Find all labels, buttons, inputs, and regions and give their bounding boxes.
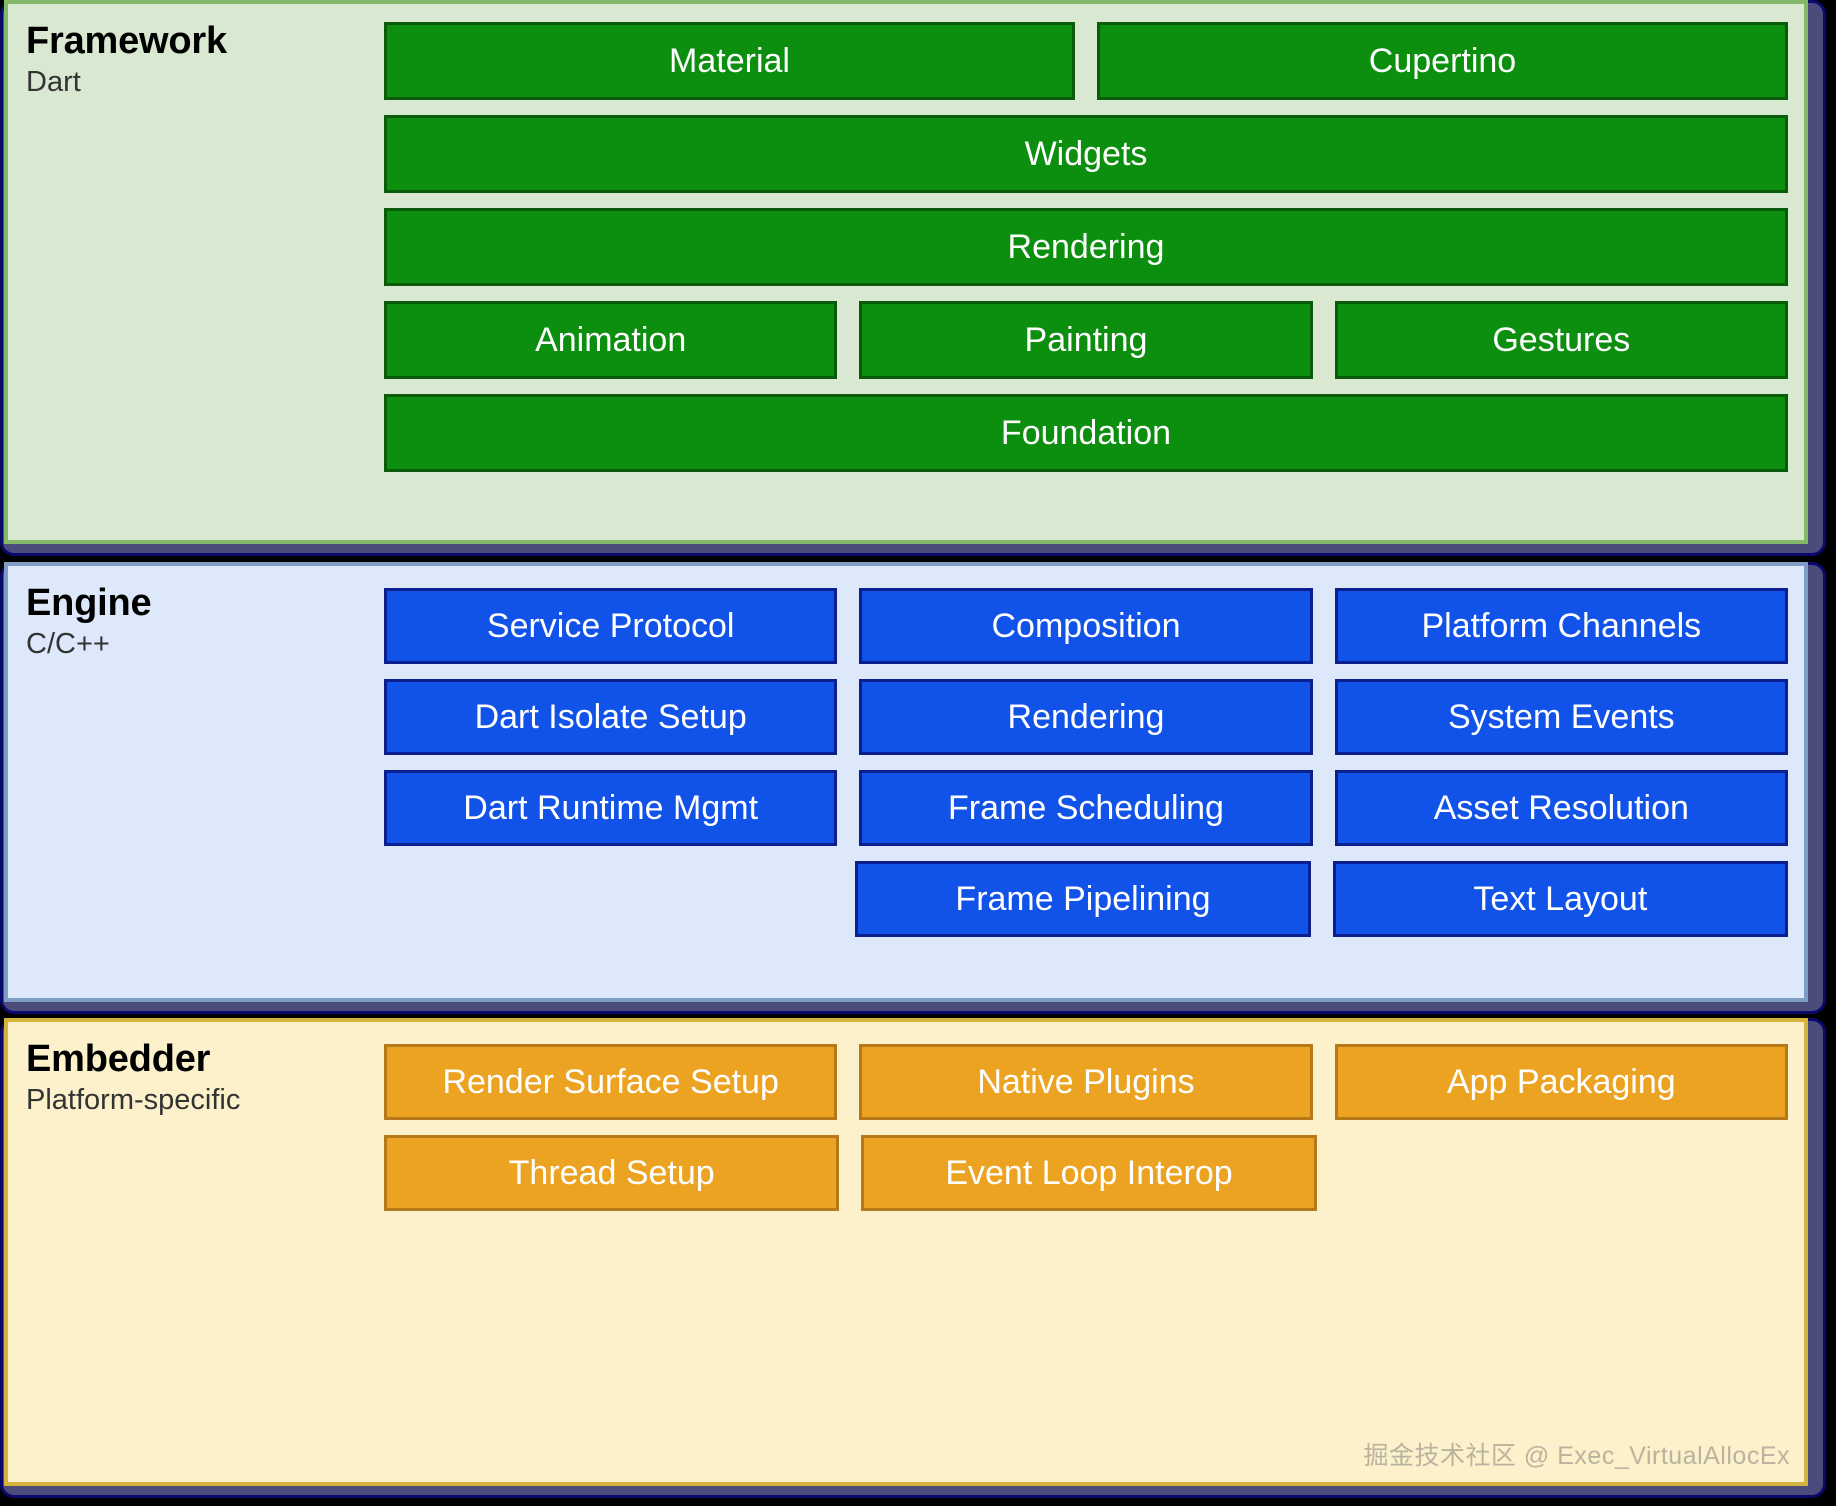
engine-box-frame-scheduling[interactable]: Frame Scheduling (859, 770, 1313, 846)
framework-row-5: Foundation (384, 394, 1788, 472)
engine-header: Engine C/C++ (8, 566, 384, 661)
engine-title: Engine (26, 582, 152, 624)
embedder-body: Render Surface Setup Native Plugins App … (384, 1022, 1804, 1211)
embedder-subtitle: Platform-specific (26, 1083, 241, 1116)
embedder-box-render-surface-setup[interactable]: Render Surface Setup (384, 1044, 838, 1120)
framework-header: Framework Dart (8, 4, 384, 99)
engine-box-dart-runtime-mgmt[interactable]: Dart Runtime Mgmt (384, 770, 838, 846)
framework-box-material[interactable]: Material (384, 22, 1075, 100)
embedder-panel: Embedder Platform-specific Render Surfac… (4, 1018, 1808, 1486)
engine-box-dart-isolate-setup[interactable]: Dart Isolate Setup (384, 679, 838, 755)
framework-panel: Framework Dart Material Cupertino Widget… (4, 0, 1808, 544)
engine-body: Service Protocol Composition Platform Ch… (384, 566, 1804, 937)
engine-box-platform-channels[interactable]: Platform Channels (1334, 588, 1788, 664)
watermark-text: 掘金技术社区 @ Exec_VirtualAllocEx (1363, 1442, 1790, 1470)
framework-box-cupertino[interactable]: Cupertino (1097, 22, 1788, 100)
framework-subtitle: Dart (26, 65, 81, 98)
embedder-box-thread-setup[interactable]: Thread Setup (384, 1135, 840, 1211)
engine-box-composition[interactable]: Composition (859, 588, 1313, 664)
embedder-header: Embedder Platform-specific (8, 1022, 384, 1117)
engine-row-4-spacer (384, 861, 833, 937)
framework-box-foundation[interactable]: Foundation (384, 394, 1788, 472)
framework-box-rendering[interactable]: Rendering (384, 208, 1788, 286)
framework-box-painting[interactable]: Painting (859, 301, 1313, 379)
embedder-box-native-plugins[interactable]: Native Plugins (859, 1044, 1313, 1120)
embedder-box-app-packaging[interactable]: App Packaging (1334, 1044, 1788, 1120)
framework-box-animation[interactable]: Animation (384, 301, 838, 379)
embedder-row-2: Thread Setup Event Loop Interop (384, 1135, 1788, 1211)
framework-body: Material Cupertino Widgets Rendering Ani… (384, 4, 1804, 472)
engine-row-2: Dart Isolate Setup Rendering System Even… (384, 679, 1788, 755)
engine-panel: Engine C/C++ Service Protocol Compositio… (4, 562, 1808, 1002)
engine-box-system-events[interactable]: System Events (1334, 679, 1788, 755)
framework-row-1: Material Cupertino (384, 22, 1788, 100)
engine-box-asset-resolution[interactable]: Asset Resolution (1334, 770, 1788, 846)
engine-box-frame-pipelining[interactable]: Frame Pipelining (855, 861, 1311, 937)
engine-subtitle: C/C++ (26, 627, 110, 660)
framework-row-2: Widgets (384, 115, 1788, 193)
framework-box-gestures[interactable]: Gestures (1334, 301, 1788, 379)
embedder-row-1: Render Surface Setup Native Plugins App … (384, 1044, 1788, 1120)
engine-box-text-layout[interactable]: Text Layout (1332, 861, 1788, 937)
framework-box-widgets[interactable]: Widgets (384, 115, 1788, 193)
engine-row-3: Dart Runtime Mgmt Frame Scheduling Asset… (384, 770, 1788, 846)
engine-box-rendering[interactable]: Rendering (859, 679, 1313, 755)
engine-row-1: Service Protocol Composition Platform Ch… (384, 588, 1788, 664)
framework-row-4: Animation Painting Gestures (384, 301, 1788, 379)
embedder-box-event-loop-interop[interactable]: Event Loop Interop (861, 1135, 1317, 1211)
engine-row-4: Frame Pipelining Text Layout (384, 861, 1788, 937)
framework-title: Framework (26, 20, 227, 62)
engine-box-service-protocol[interactable]: Service Protocol (384, 588, 838, 664)
embedder-row-2-spacer (1339, 1135, 1788, 1211)
embedder-title: Embedder (26, 1038, 211, 1080)
framework-row-3: Rendering (384, 208, 1788, 286)
